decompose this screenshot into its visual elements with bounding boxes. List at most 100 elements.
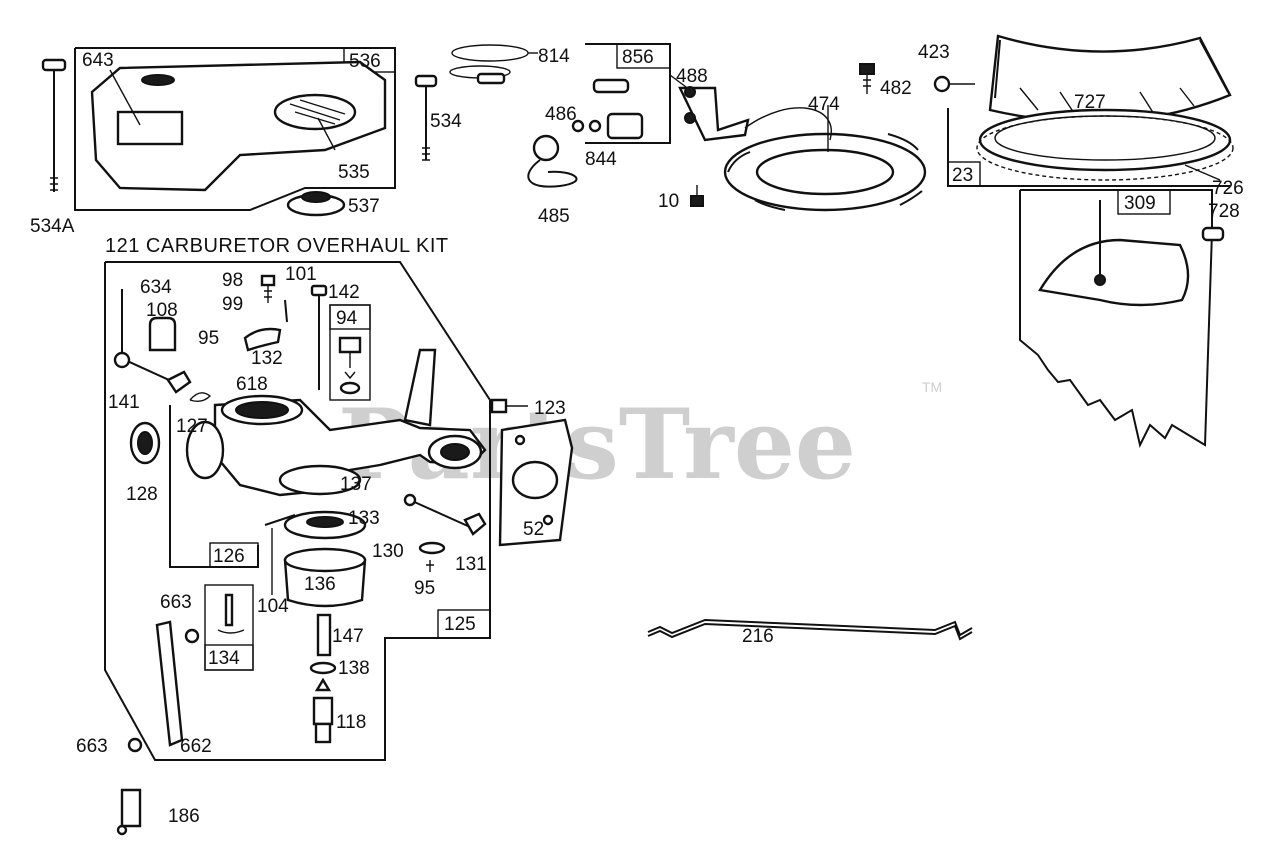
throttle-shaft-end <box>113 351 131 369</box>
lever-132 <box>243 327 282 352</box>
callout-147: 147 <box>332 626 364 647</box>
callout-474: 474 <box>808 94 840 115</box>
watermark-tm: TM <box>922 379 942 395</box>
callout-141: 141 <box>108 392 140 413</box>
callout-136: 136 <box>304 574 336 595</box>
leader-535 <box>317 117 336 151</box>
callout-634: 634 <box>140 277 172 298</box>
plug-boot-485 <box>532 134 560 162</box>
callout-126: 126 <box>213 546 245 567</box>
screw-728 <box>1201 226 1225 242</box>
connector-814 <box>476 72 506 85</box>
screw-482-shaft <box>863 74 871 94</box>
clamp-186 <box>120 788 142 828</box>
pin-104 <box>264 514 296 526</box>
gasket-52-bolt-hole-2 <box>542 514 554 526</box>
callout-856: 856 <box>622 47 654 68</box>
callout-186: 186 <box>168 806 200 827</box>
callout-142: 142 <box>328 282 360 303</box>
part-94-nut <box>339 381 361 395</box>
callout-423: 423 <box>918 42 950 63</box>
callout-663b: 663 <box>76 736 108 757</box>
switch-856 <box>592 78 630 94</box>
callout-94: 94 <box>336 308 358 329</box>
throttle-lever <box>166 370 192 394</box>
callout-309: 309 <box>1124 193 1156 214</box>
callout-534: 534 <box>430 111 462 132</box>
callout-536: 536 <box>349 51 381 72</box>
callout-727: 727 <box>1074 92 1106 113</box>
spring-618 <box>189 392 212 403</box>
needle-118-tip <box>314 677 332 692</box>
box-23 <box>947 161 981 187</box>
callout-131: 131 <box>455 554 487 575</box>
callout-844: 844 <box>585 149 617 170</box>
flywheel-group <box>859 34 1234 448</box>
box-126 <box>209 542 259 568</box>
gasket-52-hole <box>511 460 559 500</box>
callout-486: 486 <box>545 104 577 125</box>
lead-485 <box>527 159 578 188</box>
flywheel-726-inner <box>994 115 1216 161</box>
bolt-534a-head <box>41 58 67 72</box>
screw-534-thread <box>422 147 430 161</box>
part-94-spring <box>344 352 356 380</box>
callout-98: 98 <box>222 270 243 291</box>
gasket-52-bolt-hole-1 <box>514 434 526 446</box>
callout-485: 485 <box>538 206 570 227</box>
flywheel-726-teeth <box>976 115 1234 181</box>
float-bowl-rim <box>283 547 367 573</box>
carb-flange-bore <box>440 443 470 461</box>
bracket-hole-2 <box>684 112 696 124</box>
callout-101: 101 <box>285 264 317 285</box>
choke-valve-130 <box>418 541 446 555</box>
nut-663-top <box>184 628 200 644</box>
coil-474-center <box>755 148 895 196</box>
fuel-cap-top <box>301 191 331 203</box>
box-134 <box>204 644 254 671</box>
carburetor-group <box>104 261 574 761</box>
float-bowl-136 <box>283 558 367 608</box>
bracket-488 <box>678 86 750 142</box>
ignition-group <box>449 43 927 212</box>
callout-104: 104 <box>257 596 289 617</box>
callout-537: 537 <box>348 196 380 217</box>
governor-link-216 <box>647 618 973 641</box>
callout-488: 488 <box>676 66 708 87</box>
choke-shaft-end <box>403 493 417 507</box>
box-309 <box>1117 189 1171 215</box>
callout-138: 138 <box>338 658 370 679</box>
callout-95b: 95 <box>414 578 435 599</box>
valve-118-nut <box>314 722 332 744</box>
part-94-cap <box>338 336 362 354</box>
callout-134: 134 <box>208 648 240 669</box>
callout-125: 125 <box>444 614 476 635</box>
valve-118-body <box>312 696 334 726</box>
screw-123-head <box>490 398 508 414</box>
callout-535: 535 <box>338 162 370 183</box>
choke-shaft-131 <box>409 499 471 528</box>
bolt-534a-thread <box>50 177 58 191</box>
flywheel-726 <box>978 108 1232 172</box>
callout-130: 130 <box>372 541 404 562</box>
terminal-844 <box>606 112 644 140</box>
screw-534-head <box>414 74 438 88</box>
callout-133: 133 <box>348 508 380 529</box>
gasket-127 <box>185 420 225 480</box>
nut-486 <box>588 119 602 133</box>
callout-10: 10 <box>658 191 679 212</box>
washer-138 <box>309 661 337 675</box>
filter-mesh <box>289 99 346 125</box>
carb-bowl-seat <box>278 464 362 496</box>
washer-486 <box>571 119 585 133</box>
callout-118: 118 <box>336 712 366 733</box>
governor-hub <box>1094 274 1106 286</box>
callout-95a: 95 <box>198 328 219 349</box>
grass-screen-sides <box>994 39 1229 99</box>
screw-142-head <box>310 284 328 297</box>
nut-423 <box>933 75 951 93</box>
throttle-valve-108 <box>148 316 177 352</box>
callout-52: 52 <box>523 519 544 540</box>
callout-123: 123 <box>534 398 566 419</box>
